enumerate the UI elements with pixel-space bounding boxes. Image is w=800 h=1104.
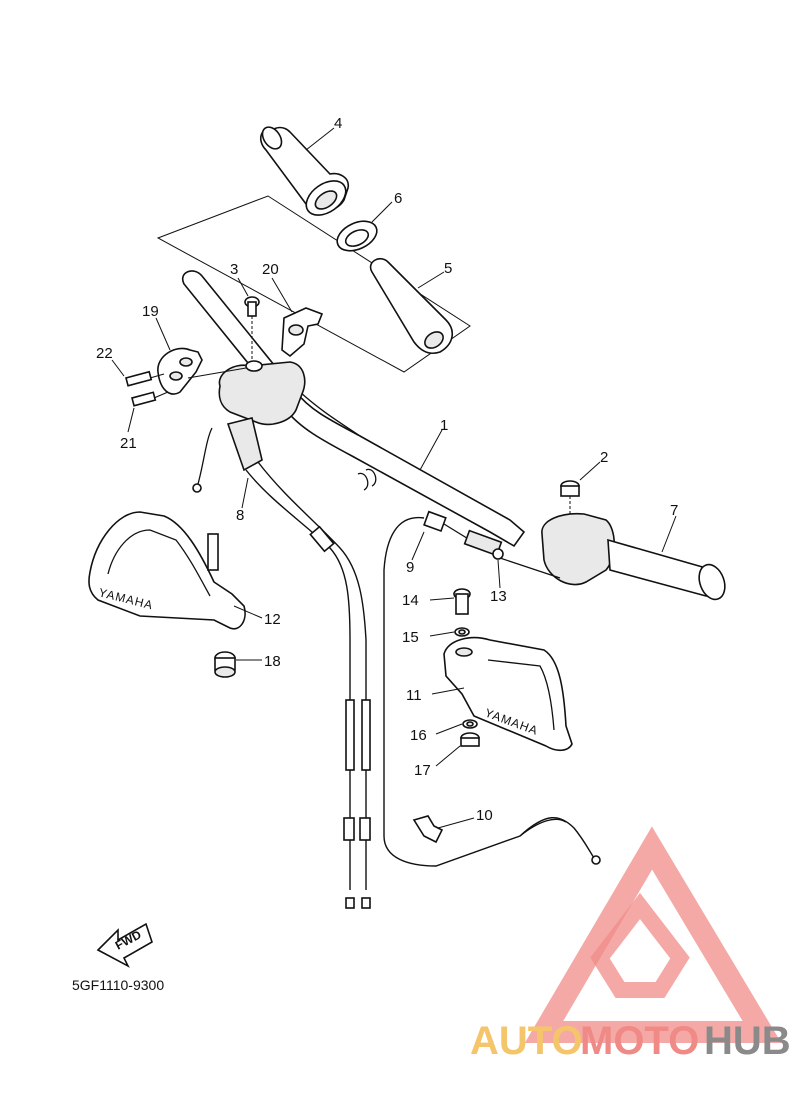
part-5-throttle-grip — [369, 257, 453, 355]
callout-3: 3 — [230, 261, 238, 278]
watermark-moto: MOTO — [580, 1019, 699, 1063]
callout-9: 9 — [406, 559, 414, 576]
part-11-right-hand-guard: YAMAHA — [443, 636, 573, 752]
callout-13: 13 — [490, 588, 507, 605]
part-9-throttle-cable — [383, 510, 567, 867]
part-20-upper-clamp — [281, 307, 324, 358]
callout-15: 15 — [402, 629, 419, 646]
part-10-cable-clamp — [412, 815, 601, 865]
watermark-logo — [524, 826, 782, 1043]
callout-7: 7 — [670, 502, 678, 519]
part-13-cable-end — [492, 548, 504, 560]
callout-19: 19 — [142, 303, 159, 320]
part-1-handlebar — [181, 270, 526, 548]
callout-17: 17 — [414, 762, 431, 779]
leader-lines — [111, 127, 677, 829]
grip-group-outline — [156, 195, 471, 373]
callout-2: 2 — [600, 449, 608, 466]
part-7-right-grip — [541, 512, 726, 601]
callout-18: 18 — [264, 653, 281, 670]
part-19-clamp — [157, 347, 247, 395]
watermark-hub: HUB — [704, 1019, 791, 1063]
callout-numbers: 4 6 5 3 20 19 22 21 1 2 7 8 9 13 14 15 1… — [96, 115, 678, 824]
part-6-ring — [336, 220, 378, 252]
part-17-nut — [460, 732, 480, 747]
callout-11: 11 — [406, 687, 422, 704]
callout-10: 10 — [476, 807, 493, 824]
part-12-left-hand-guard: YAMAHA — [88, 511, 246, 630]
drawing-code: 5GF1110-9300 — [72, 977, 164, 993]
part-21-bolt — [131, 391, 169, 407]
callout-21: 21 — [120, 435, 137, 452]
fwd-arrow: FWD — [96, 922, 153, 968]
callout-6: 6 — [394, 190, 402, 207]
callout-12: 12 — [264, 611, 281, 628]
callout-1: 1 — [440, 417, 448, 434]
callout-22: 22 — [96, 345, 113, 362]
part-4-grip — [259, 126, 350, 216]
part-22-bolt — [125, 370, 165, 387]
callout-8: 8 — [236, 507, 244, 524]
part-8-cable-housing — [192, 417, 371, 909]
watermark-text: AUTO MOTO HUB — [470, 1019, 791, 1063]
part-3-bolt — [244, 296, 260, 362]
callout-5: 5 — [444, 260, 452, 277]
part-16-washer — [462, 719, 478, 729]
callout-16: 16 — [410, 727, 427, 744]
part-2-cap — [560, 480, 580, 516]
part-14-bolt — [453, 588, 471, 615]
watermark-triangle-icon — [524, 826, 782, 1043]
watermark-auto: AUTO — [470, 1019, 583, 1063]
callout-20: 20 — [262, 261, 279, 278]
part-18-nut — [214, 651, 236, 678]
callout-14: 14 — [402, 592, 419, 609]
callout-4: 4 — [334, 115, 342, 132]
part-15-washer — [454, 627, 470, 637]
handlebar-clamp-assembly — [218, 360, 306, 426]
